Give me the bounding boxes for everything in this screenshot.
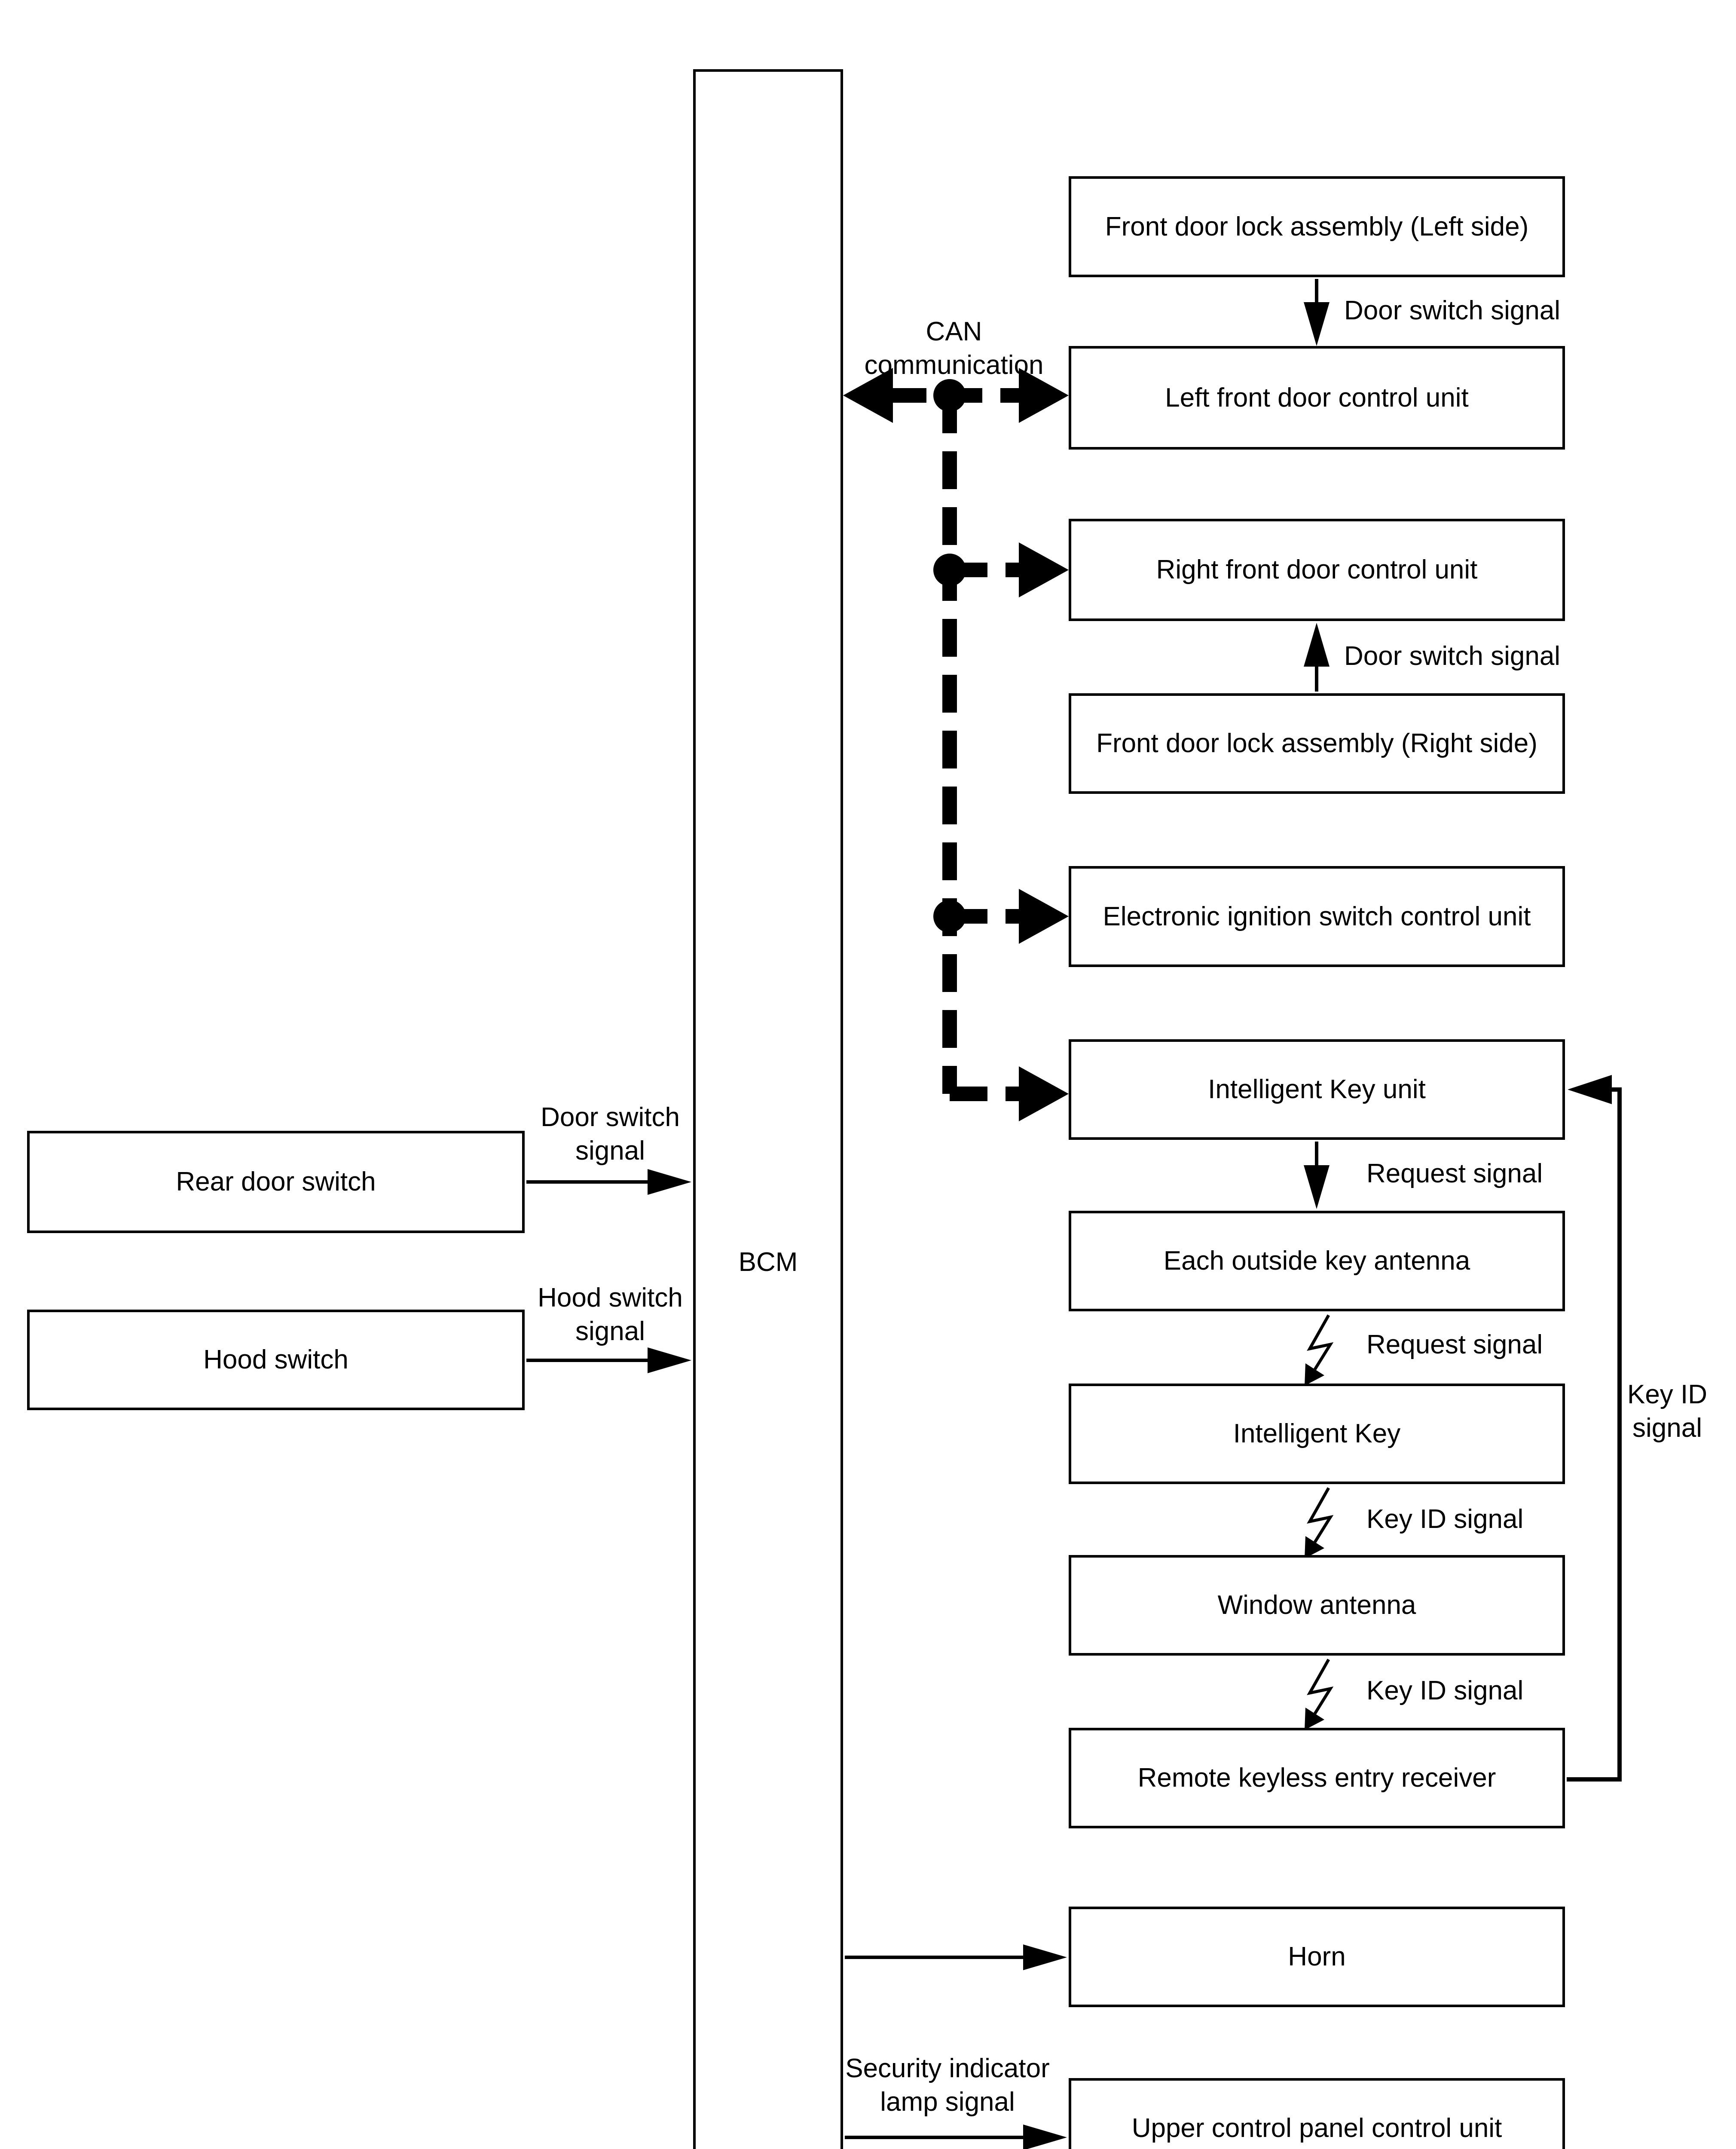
arrow-door-switch-right bbox=[1304, 623, 1330, 692]
node-front-door-lock-assembly-right: Front door lock assembly (Right side) bbox=[1069, 693, 1565, 794]
label-key-id-signal-1: Key ID signal bbox=[1366, 1504, 1524, 1534]
label-door-switch-signal-rear: Door switch signal bbox=[541, 1102, 680, 1166]
arrow-bcm-to-upper-control-panel bbox=[845, 2125, 1067, 2149]
arrow-bcm-to-horn bbox=[845, 1944, 1067, 1970]
node-front-door-lock-assembly-left: Front door lock assembly (Left side) bbox=[1069, 176, 1565, 277]
arrow-request-signal bbox=[1304, 1142, 1330, 1209]
can-branch-right-front-door bbox=[950, 542, 1069, 597]
label-door-switch-signal-left: Door switch signal bbox=[1344, 296, 1561, 325]
node-intelligent-key-unit: Intelligent Key unit bbox=[1069, 1039, 1565, 1140]
label-hood-switch-signal: Hood switch signal bbox=[538, 1283, 683, 1346]
node-each-outside-key-antenna: Each outside key antenna bbox=[1069, 1211, 1565, 1311]
node-horn: Horn bbox=[1069, 1907, 1565, 2007]
label-door-switch-signal-right: Door switch signal bbox=[1344, 641, 1561, 671]
can-branch-intelligent-key-unit bbox=[950, 1066, 1069, 1121]
node-electronic-ignition-switch-control-unit: Electronic ignition switch control unit bbox=[1069, 866, 1565, 967]
wireless-arrow-key-id-2 bbox=[1305, 1659, 1334, 1730]
arrow-hood-switch-to-bcm bbox=[526, 1347, 691, 1373]
key-id-feedback-line bbox=[1567, 1075, 1622, 1782]
node-left-front-door-control-unit: Left front door control unit bbox=[1069, 346, 1565, 450]
label-request-signal-wireless: Request signal bbox=[1366, 1330, 1543, 1359]
can-junction-dot bbox=[933, 379, 966, 412]
label-security-indicator-lamp-signal: Security indicator lamp signal bbox=[845, 2054, 1050, 2117]
label-key-id-signal-2: Key ID signal bbox=[1366, 1676, 1524, 1705]
arrow-rear-door-switch-to-bcm bbox=[526, 1169, 691, 1195]
label-can-communication: CAN communication bbox=[864, 317, 1044, 380]
arrow-door-switch-left bbox=[1304, 279, 1330, 346]
node-right-front-door-control-unit: Right front door control unit bbox=[1069, 519, 1565, 621]
node-rear-door-switch: Rear door switch bbox=[27, 1131, 525, 1233]
wireless-arrow-key-id-1 bbox=[1305, 1487, 1334, 1558]
node-window-antenna: Window antenna bbox=[1069, 1555, 1565, 1656]
node-intelligent-key: Intelligent Key bbox=[1069, 1384, 1565, 1484]
wireless-arrow-request bbox=[1305, 1314, 1334, 1386]
node-hood-switch: Hood switch bbox=[27, 1310, 525, 1410]
can-branch-electronic-ignition bbox=[950, 889, 1069, 944]
label-key-id-signal-feedback: Key ID signal bbox=[1627, 1380, 1708, 1443]
bcm-label: BCM bbox=[738, 1247, 798, 1277]
node-remote-keyless-entry-receiver: Remote keyless entry receiver bbox=[1069, 1728, 1565, 1828]
node-upper-control-panel-control-unit: Upper control panel control unit bbox=[1069, 2078, 1565, 2149]
label-request-signal-wired: Request signal bbox=[1366, 1159, 1543, 1188]
node-bcm bbox=[693, 69, 843, 2149]
